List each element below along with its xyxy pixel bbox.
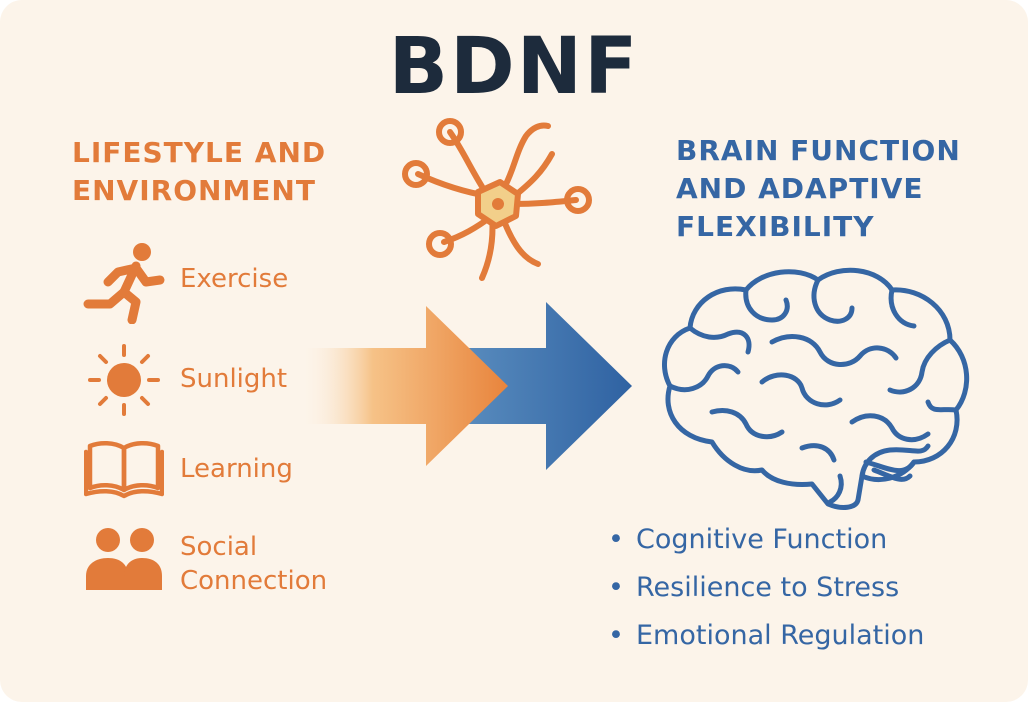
learning-label: Learning	[180, 454, 293, 484]
lifestyle-heading: LIFESTYLE AND ENVIRONMENT	[72, 134, 372, 210]
blue-arrow	[450, 302, 632, 470]
lifestyle-heading-line2: ENVIRONMENT	[72, 174, 316, 207]
sun-icon	[88, 344, 160, 416]
social-label-line2: Connection	[180, 566, 328, 596]
orange-arrow	[300, 306, 508, 466]
brain-function-heading: BRAIN FUNCTION AND ADAPTIVE FLEXIBILITY	[676, 132, 1006, 246]
outcomes-list: • Cognitive Function • Resilience to Stres…	[608, 516, 924, 660]
bullet-icon: •	[608, 524, 624, 555]
people-icon	[86, 528, 162, 590]
diagram-card: BDNF LIFESTYLE AND ENVIRONMENT BRAIN FUN…	[0, 0, 1028, 702]
outcome-cognitive: Cognitive Function	[636, 524, 888, 555]
list-item: • Resilience to Stress	[608, 564, 924, 612]
sunlight-label: Sunlight	[180, 364, 288, 394]
list-item: • Cognitive Function	[608, 516, 924, 564]
bullet-icon: •	[608, 620, 624, 651]
lifestyle-heading-line1: LIFESTYLE AND	[72, 136, 327, 169]
brain-heading-line2: AND ADAPTIVE	[676, 172, 924, 205]
flow-arrows	[300, 302, 632, 470]
neuron-icon	[402, 118, 592, 281]
running-person-icon	[83, 243, 165, 324]
social-connection-label: Social Connection	[180, 530, 327, 598]
page-title: BDNF	[388, 22, 640, 112]
open-book-icon	[84, 441, 164, 499]
outcome-emotional: Emotional Regulation	[636, 620, 925, 651]
brain-heading-line3: FLEXIBILITY	[676, 210, 875, 243]
bullet-icon: •	[608, 572, 624, 603]
social-label-line1: Social	[180, 532, 258, 562]
outcome-resilience: Resilience to Stress	[636, 572, 900, 603]
list-item: • Emotional Regulation	[608, 612, 924, 660]
brain-icon	[662, 267, 970, 510]
exercise-label: Exercise	[180, 264, 289, 294]
brain-heading-line1: BRAIN FUNCTION	[676, 134, 961, 167]
